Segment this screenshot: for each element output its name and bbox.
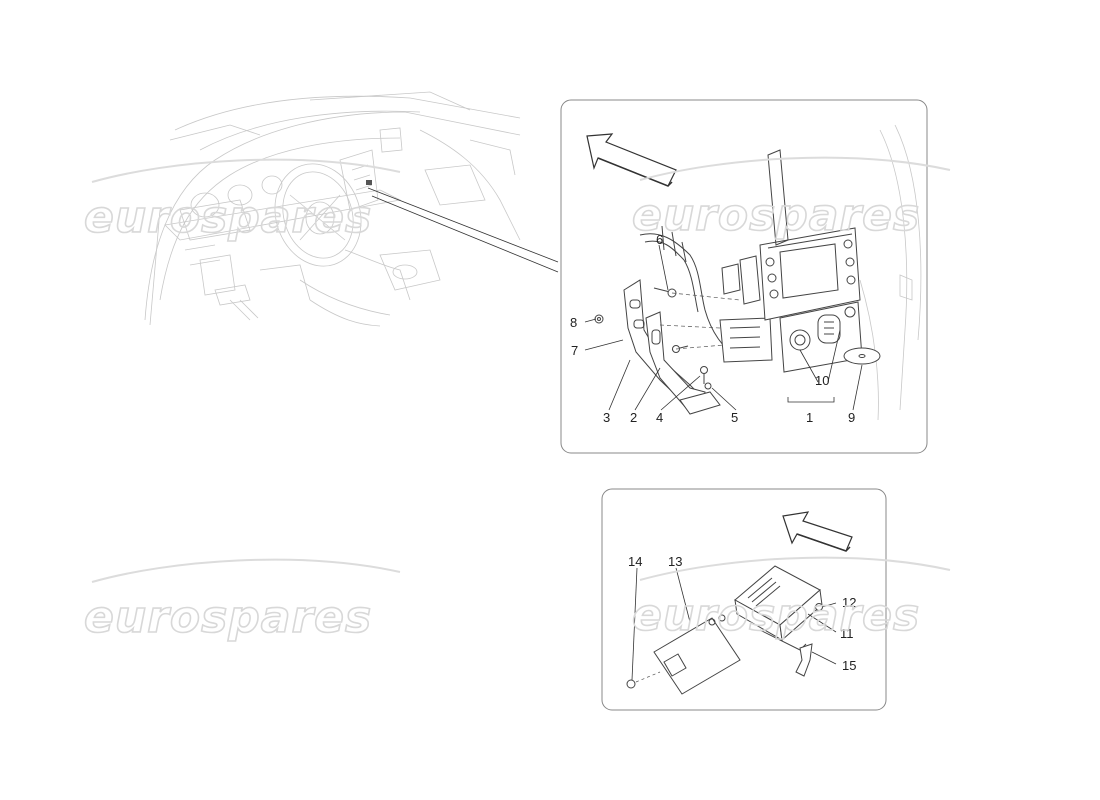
detail-panel-module: 14 13 12 11 15	[601, 488, 887, 711]
bracket-plate-13	[653, 614, 741, 695]
foot-bracket	[679, 391, 721, 415]
callout-3: 3	[603, 410, 610, 425]
watermark-text-3: eurospares	[84, 592, 372, 643]
watermark-2: eurospares	[631, 156, 951, 242]
screw-4	[700, 366, 712, 390]
watermark-3: eurospares	[83, 558, 401, 644]
connector-15	[795, 643, 813, 677]
direction-arrow-icon-2	[782, 511, 853, 552]
marker-dot	[366, 180, 372, 185]
callout-9: 9	[848, 410, 855, 425]
callout-10: 10	[815, 373, 829, 388]
disc-9	[843, 347, 881, 365]
watermark-text-2: eurospares	[632, 190, 920, 241]
watermark-text-4: eurospares	[632, 590, 920, 641]
watermark-group: eurospares eurospares eurospares eurospa…	[83, 156, 951, 644]
watermark-1: eurospares	[83, 158, 401, 244]
head-unit-display	[759, 227, 861, 321]
watermark-text-1: eurospares	[84, 192, 372, 243]
callout-2: 2	[630, 410, 637, 425]
control-module-11	[734, 565, 823, 651]
callout-14: 14	[628, 554, 642, 569]
callout-bracket	[787, 397, 835, 403]
direction-arrow-icon	[586, 133, 677, 187]
callout-6: 6	[656, 232, 663, 247]
callout-7: 7	[571, 343, 578, 358]
callout-13: 13	[668, 554, 682, 569]
nut-8	[594, 314, 604, 324]
detail-panel-head-unit: 6 8 7 3 2 4 5 10 1 9	[560, 99, 928, 454]
callout-12: 12	[842, 595, 856, 610]
watermark-4: eurospares	[631, 556, 951, 642]
callout-11: 11	[840, 626, 854, 641]
dashboard-overview-sketch	[144, 91, 521, 327]
callout-1: 1	[806, 410, 813, 425]
callout-8: 8	[570, 315, 577, 330]
mount-plate	[719, 317, 773, 363]
callout-15: 15	[842, 658, 856, 673]
control-panel	[779, 301, 863, 373]
detail-leader-line	[367, 187, 559, 263]
callout-5: 5	[731, 410, 738, 425]
callout-4: 4	[656, 410, 663, 425]
nut-14	[626, 679, 636, 689]
detail-leader-line-2	[371, 195, 559, 273]
